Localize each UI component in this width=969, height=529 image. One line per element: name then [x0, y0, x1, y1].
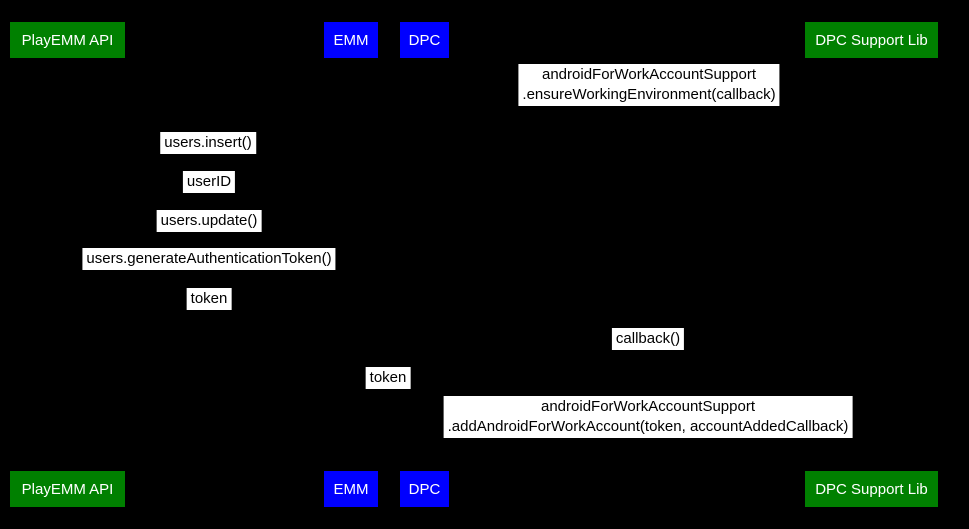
message-token-to-emm: token	[186, 288, 232, 310]
actor-playemm-api-bottom: PlayEMM API	[10, 471, 125, 507]
message-userid: userID	[182, 171, 236, 193]
actor-dpc-bottom: DPC	[400, 471, 449, 507]
message-line: androidForWorkAccountSupport	[541, 66, 756, 83]
actor-dpc-support-lib-bottom: DPC Support Lib	[805, 471, 938, 507]
message-token-to-dpc: token	[365, 367, 411, 389]
message-ensure-working-environment: androidForWorkAccountSupport .ensureWork…	[518, 64, 780, 106]
message-users-update: users.update()	[156, 210, 262, 232]
message-generate-authentication-token: users.generateAuthenticationToken()	[82, 248, 336, 270]
message-line: .ensureWorkingEnvironment(callback)	[522, 86, 776, 103]
message-callback: callback()	[611, 328, 685, 350]
actor-dpc-support-lib-top: DPC Support Lib	[805, 22, 938, 58]
message-line: .addAndroidForWorkAccount(token, account…	[447, 418, 849, 435]
actor-dpc-top: DPC	[400, 22, 449, 58]
actor-playemm-api-top: PlayEMM API	[10, 22, 125, 58]
actor-emm-top: EMM	[324, 22, 378, 58]
message-users-insert: users.insert()	[160, 132, 256, 154]
message-add-android-for-work-account: androidForWorkAccountSupport .addAndroid…	[443, 396, 853, 438]
actor-emm-bottom: EMM	[324, 471, 378, 507]
message-line: androidForWorkAccountSupport	[541, 398, 755, 415]
